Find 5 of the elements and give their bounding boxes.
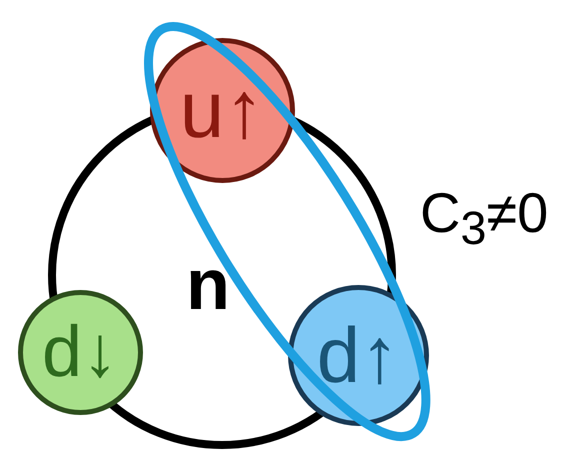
quark-label: u↑ (180, 70, 264, 150)
quark-label: d↑ (316, 316, 400, 394)
condition-label: C$_{3}$≠0 (420, 185, 548, 252)
particle-label: n (186, 249, 230, 321)
quark-label: d↓ (42, 316, 118, 388)
